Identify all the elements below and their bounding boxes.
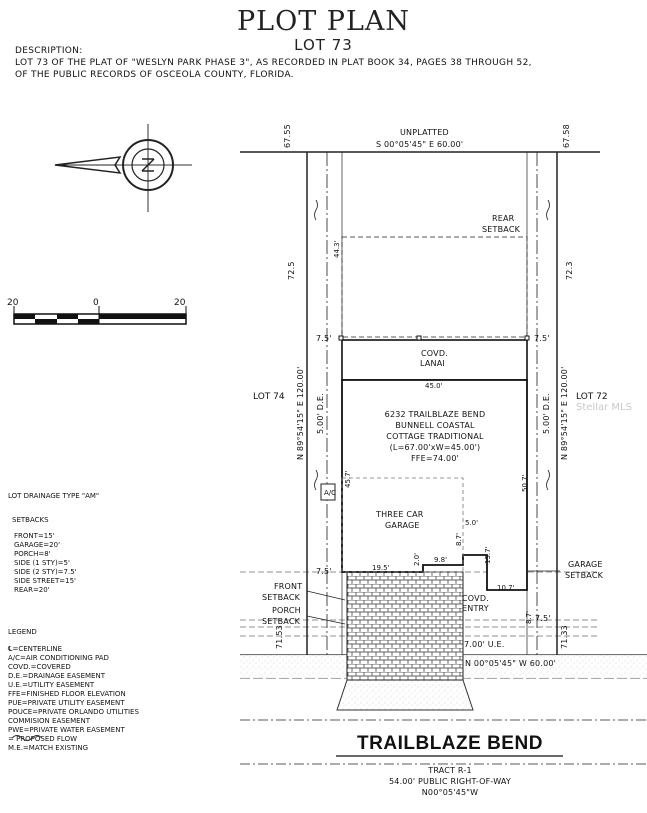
house-builder: BUNNELL COASTAL	[395, 421, 475, 430]
road-bearing: N00°05'45"W	[421, 788, 479, 797]
legend-item: = PROPOSED FLOW	[8, 735, 78, 743]
elev-corner-tl: 67.55	[283, 124, 292, 148]
north-arrow-icon	[54, 124, 192, 212]
setback-item: SIDE (1 STY)=5'	[14, 559, 70, 567]
top-bearing: S 00°05'45" E 60.00'	[376, 140, 464, 149]
entry-label-2: ENTRY	[462, 604, 489, 613]
side-setback-right: 7.5'	[534, 334, 550, 343]
entry-label-1: COVD.	[462, 594, 489, 603]
setbacks-heading: SETBACKS	[12, 516, 49, 524]
legend-heading: LEGEND	[8, 628, 37, 636]
legend-item: U.E.=UTILITY EASEMENT	[8, 681, 95, 689]
front-right-dim: 7.5'	[535, 614, 551, 623]
garage-label-2: GARAGE	[385, 521, 420, 530]
legend-item: A/C=AIR CONDITIONING PAD	[8, 654, 109, 662]
garage-setback-label-2: SETBACK	[565, 571, 604, 580]
legend-item: M.E.=MATCH EXISTING	[8, 744, 89, 752]
house-model: COTTAGE TRADITIONAL	[386, 432, 484, 441]
setback-item: SIDE (2 STY)=7.5'	[14, 568, 77, 576]
road-name: TRAILBLAZE BEND	[357, 733, 543, 754]
legend-item: ℄=CENTERLINE	[8, 645, 63, 653]
dim-8-7-a: 8.7'	[455, 532, 463, 546]
legend-item: POUCE=PRIVATE ORLANDO UTILITIES	[8, 708, 139, 716]
width-45: 45.0'	[425, 382, 443, 390]
dim-right-depth: 50.7'	[521, 474, 529, 492]
watermark: Stellar MLS	[576, 402, 632, 413]
house-address: 6232 TRAILBLAZE BEND	[384, 410, 486, 419]
garage-setback-label-1: GARAGE	[568, 560, 603, 569]
scale-bar	[13, 306, 187, 325]
road-right-of-way: 54.00' PUBLIC RIGHT-OF-WAY	[388, 777, 512, 786]
lot-74-label: LOT 74	[253, 392, 285, 402]
description-line-1: LOT 73 OF THE PLAT OF "WESLYN PARK PHASE…	[15, 58, 532, 68]
scale-label-right: 20	[174, 298, 186, 308]
unplatted-label: UNPLATTED	[400, 128, 449, 137]
dim-19-5: 19.5'	[372, 564, 390, 572]
house-dimensions: (L=67.00'xW=45.00')	[389, 443, 481, 452]
bottom-bearing: N 00°05'45" W 60.00'	[465, 659, 557, 668]
house-ffe: FFE=74.00'	[410, 454, 460, 463]
page-subtitle: LOT 73	[294, 36, 353, 54]
front-setback-label-1: FRONT	[274, 582, 303, 591]
dim-15-7: 15.7'	[484, 546, 492, 564]
legend-item: PWE=PRIVATE WATER EASEMENT	[8, 726, 125, 734]
dim-left-depth: 45.7'	[344, 470, 352, 488]
scale-label-center: 0	[93, 298, 99, 308]
rear-dim: 44.3'	[333, 240, 341, 258]
rear-setback-line2: SETBACK	[482, 225, 521, 234]
lanai-label-1: COVD.	[421, 349, 448, 358]
description-heading: DESCRIPTION:	[15, 46, 83, 56]
road-tract: TRACT R-1	[428, 766, 472, 775]
garage-label-1: THREE CAR	[376, 510, 424, 519]
dim-5: 5.0'	[465, 519, 479, 527]
setback-item: FRONT=15'	[14, 532, 55, 540]
page-title: PLOT PLAN	[236, 6, 411, 37]
elev-corner-bl: 71.53	[275, 625, 284, 649]
lot-72-label: LOT 72	[576, 392, 608, 402]
dim-10-7: 10.7'	[497, 584, 515, 592]
side-setback-left: 7.5'	[316, 334, 332, 343]
legend-item: COVD.=COVERED	[8, 663, 71, 671]
description-line-2: OF THE PUBLIC RECORDS OF OSCEOLA COUNTY,…	[15, 70, 294, 80]
setback-item: REAR=20'	[14, 586, 50, 594]
lanai-label-2: LANAI	[420, 359, 445, 368]
elev-left-mid: 72.5	[287, 261, 296, 280]
elev-corner-tr: 67.58	[562, 124, 571, 148]
rear-setback-line1: REAR	[492, 214, 515, 223]
utility-easement: 7.00' U.E.	[464, 640, 505, 649]
front-left-dim: 7.5'	[316, 567, 332, 576]
drainage-type: LOT DRAINAGE TYPE "AM"	[8, 492, 100, 500]
dim-8-7-b: 8.7'	[525, 610, 533, 624]
setback-item: SIDE STREET=15'	[14, 577, 76, 585]
setback-item: PORCH=8'	[14, 550, 51, 558]
setback-item: GARAGE=20'	[14, 541, 61, 549]
legend-item: PUE=PRIVATE UTILITY EASEMENT	[8, 699, 125, 707]
legend-item: COMMISION EASEMENT	[8, 717, 91, 725]
elev-right-mid: 72.3	[565, 261, 574, 280]
dim-9-8: 9.8'	[434, 556, 448, 564]
legend-item: FFE=FINISHED FLOOR ELEVATION	[8, 690, 126, 698]
porch-setback-label-1: PORCH	[272, 606, 301, 615]
ac-pad-label: A/C	[324, 489, 337, 497]
front-setback-label-2: SETBACK	[262, 593, 301, 602]
porch-setback-label-2: SETBACK	[262, 617, 301, 626]
dim-2-0: 2.0'	[413, 552, 421, 566]
elev-corner-br: 71.33	[560, 625, 569, 649]
scale-label-left: 20	[7, 298, 19, 308]
legend-item: D.E.=DRAINAGE EASEMENT	[8, 672, 105, 680]
